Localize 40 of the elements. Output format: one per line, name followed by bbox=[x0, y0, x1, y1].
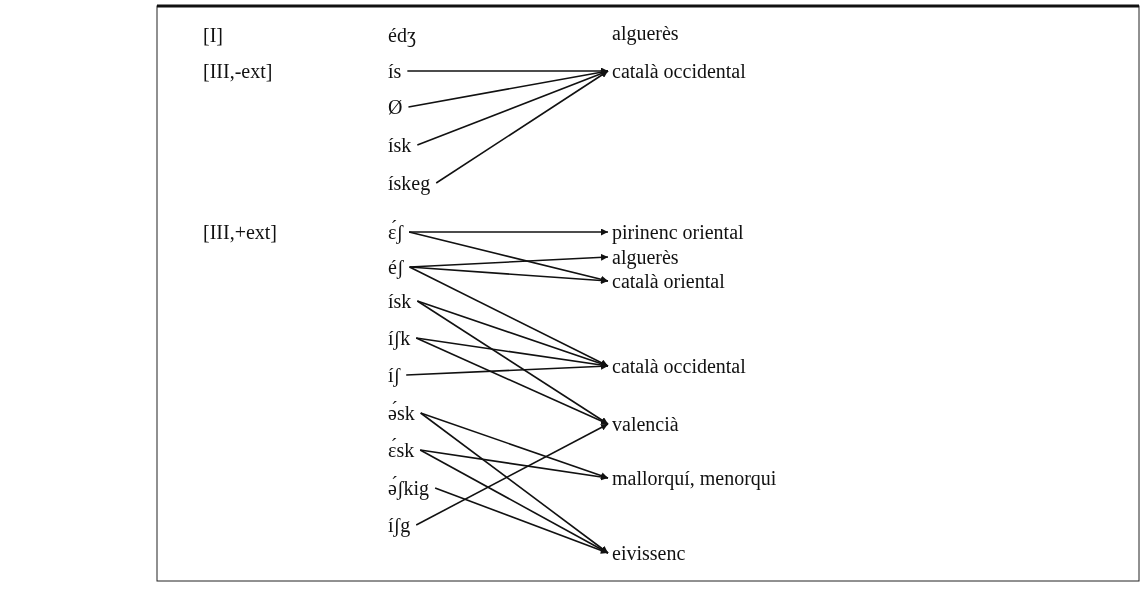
arrow bbox=[408, 266, 609, 284]
dialect-label: eivissenc bbox=[612, 541, 686, 565]
dialect-label: català occidental bbox=[612, 59, 746, 83]
arrow bbox=[408, 231, 609, 283]
arrow bbox=[415, 337, 609, 369]
dialect-label: valencià bbox=[612, 412, 679, 436]
arrow bbox=[434, 487, 609, 554]
phoneme-label: íʃ bbox=[388, 363, 401, 387]
arrow bbox=[415, 423, 609, 526]
arrow bbox=[407, 68, 609, 108]
dialect-label: mallorquí, menorqui bbox=[612, 466, 777, 490]
phoneme-label: édʒ bbox=[388, 23, 416, 47]
arrow bbox=[435, 70, 609, 184]
arrow bbox=[419, 412, 609, 554]
phoneme-label: ə́sk bbox=[388, 401, 415, 425]
dialect-label: alguerès bbox=[612, 245, 679, 269]
phoneme-label: Ø bbox=[388, 95, 403, 119]
dialect-label: català oriental bbox=[612, 269, 725, 293]
phoneme-label: ísk bbox=[388, 289, 412, 313]
arrow bbox=[408, 228, 609, 236]
dialect-label: alguerès bbox=[612, 21, 679, 45]
phoneme-label: éʃ bbox=[388, 255, 404, 279]
class-label: [I] bbox=[203, 23, 223, 47]
class-label: [III,+ext] bbox=[203, 220, 277, 244]
dialect-label: català occidental bbox=[612, 354, 746, 378]
phoneme-label: ískeg bbox=[388, 171, 431, 195]
arrow bbox=[419, 449, 609, 481]
arrow bbox=[419, 412, 609, 479]
phoneme-label: ə́ʃkig bbox=[388, 476, 430, 500]
arrow bbox=[419, 449, 609, 554]
class-label: [III,-ext] bbox=[203, 59, 273, 83]
phoneme-label: ɛ́sk bbox=[388, 438, 415, 462]
arrow bbox=[405, 362, 609, 376]
dialect-label: pirinenc oriental bbox=[612, 220, 744, 244]
phoneme-label: ɛ́ʃ bbox=[388, 220, 404, 244]
phoneme-label: ís bbox=[388, 59, 402, 83]
phoneme-label: íʃg bbox=[388, 513, 411, 537]
phoneme-label: íʃk bbox=[388, 326, 411, 350]
phoneme-label: ísk bbox=[388, 133, 412, 157]
arrow bbox=[415, 337, 609, 425]
